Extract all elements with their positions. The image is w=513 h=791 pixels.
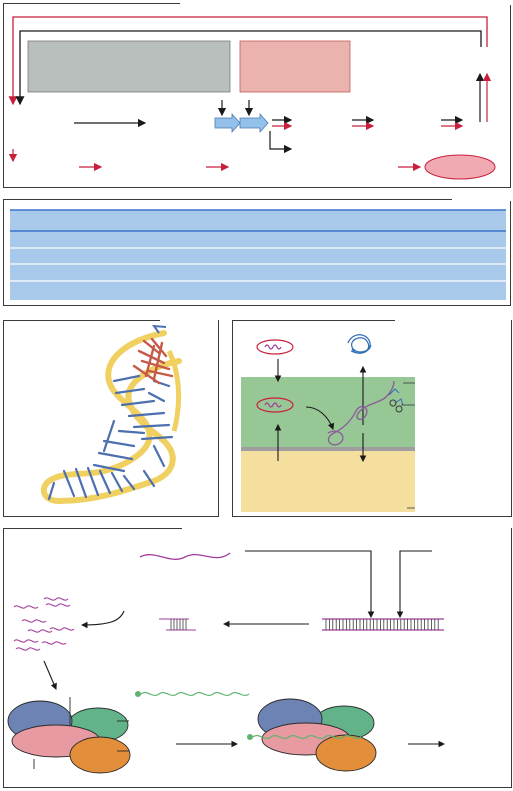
arrow-icon <box>80 610 125 629</box>
table-graphic <box>10 209 506 300</box>
feedback-black-loop <box>15 30 482 106</box>
target-mrna-icon <box>135 691 250 697</box>
panel-tab <box>182 527 511 530</box>
membrane <box>241 447 415 451</box>
blue-block-arrow-1 <box>214 112 241 134</box>
pathway-diagram <box>8 16 496 180</box>
arrow-icon <box>245 550 375 619</box>
arrow-icon <box>396 550 432 619</box>
gray-box <box>27 40 231 93</box>
arrow-icon <box>43 660 57 691</box>
complex-icon <box>257 698 377 772</box>
complex-icon <box>7 697 131 774</box>
blue-sticks <box>47 374 174 501</box>
bound-mrna-icon <box>247 734 362 740</box>
structure-panel <box>3 319 219 517</box>
panel-tab <box>160 319 218 322</box>
plasmid-icon <box>256 397 294 413</box>
blue-block-arrow-2 <box>239 112 269 134</box>
cell-panel <box>232 319 512 517</box>
green-compartment <box>241 377 415 447</box>
tan-compartment <box>241 451 415 512</box>
protein-coil-icon <box>347 334 372 354</box>
mrna-strand-icon <box>139 552 231 560</box>
rnai-diagram <box>7 550 446 774</box>
pink-box <box>239 40 351 93</box>
table-body <box>10 210 506 300</box>
arrow-icon <box>269 131 293 154</box>
panel-tab <box>452 198 512 201</box>
feedback-red-loop <box>8 16 488 106</box>
panel-tab <box>395 319 511 322</box>
pathway-panel <box>3 2 513 188</box>
table-panel <box>3 198 512 306</box>
panel-tab <box>180 2 513 5</box>
rnai-panel <box>3 527 512 788</box>
dsrna-ladder-icon <box>322 618 444 631</box>
polypeptide-chain <box>327 380 395 446</box>
pink-ellipse <box>424 154 496 180</box>
sirna-scatter <box>13 597 75 651</box>
sirna-icon <box>159 618 196 631</box>
cell-diagram <box>241 334 415 512</box>
side-chain-icon <box>388 388 404 413</box>
ribbon-structure <box>40 324 182 505</box>
ladder-rungs <box>325 619 439 630</box>
plasmid-icon <box>256 339 294 355</box>
red-sticks <box>132 337 174 385</box>
arrow-icon <box>305 406 335 431</box>
